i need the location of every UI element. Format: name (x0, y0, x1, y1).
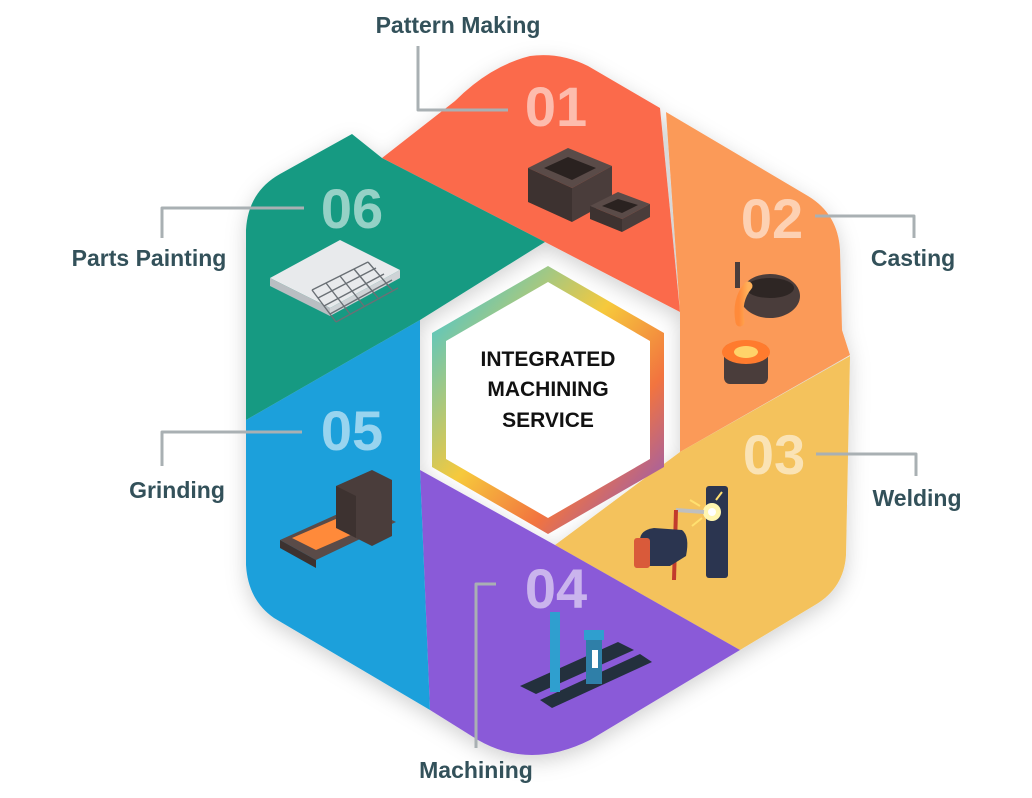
segment-04 (420, 470, 740, 755)
step-number-02: 02 (741, 187, 803, 250)
step-label-01: Pattern Making (376, 12, 541, 38)
step-number-01: 01 (525, 75, 587, 138)
step-label-04: Machining (419, 757, 533, 783)
segment-03 (555, 356, 850, 650)
center-title-line-2: MACHINING (487, 378, 608, 401)
leader-04 (474, 582, 496, 748)
leader-05 (160, 430, 302, 466)
leader-06 (160, 206, 304, 238)
step-number-05: 05 (321, 399, 383, 462)
step-number-06: 06 (321, 177, 383, 240)
step-label-05: Grinding (129, 477, 225, 503)
ladle-pour-icon (722, 262, 800, 384)
center-hexagon: INTEGRATED MACHINING SERVICE (432, 266, 664, 534)
leader-02 (815, 214, 916, 238)
gantry-machine-icon (520, 612, 652, 708)
step-label-03: Welding (872, 485, 961, 511)
leader-03 (816, 452, 918, 476)
mold-box-icon (528, 148, 650, 232)
step-number-04: 04 (525, 557, 587, 620)
welding-torch-icon (634, 486, 728, 581)
leader-01 (416, 46, 508, 112)
center-title-line-3: SERVICE (502, 409, 594, 432)
step-label-02: Casting (871, 245, 955, 271)
step-label-06: Parts Painting (72, 245, 227, 271)
step-number-03: 03 (743, 423, 805, 486)
mesh-panel-icon (270, 240, 400, 323)
center-title-line-1: INTEGRATED (481, 348, 616, 371)
grinder-furnace-icon (280, 470, 396, 568)
